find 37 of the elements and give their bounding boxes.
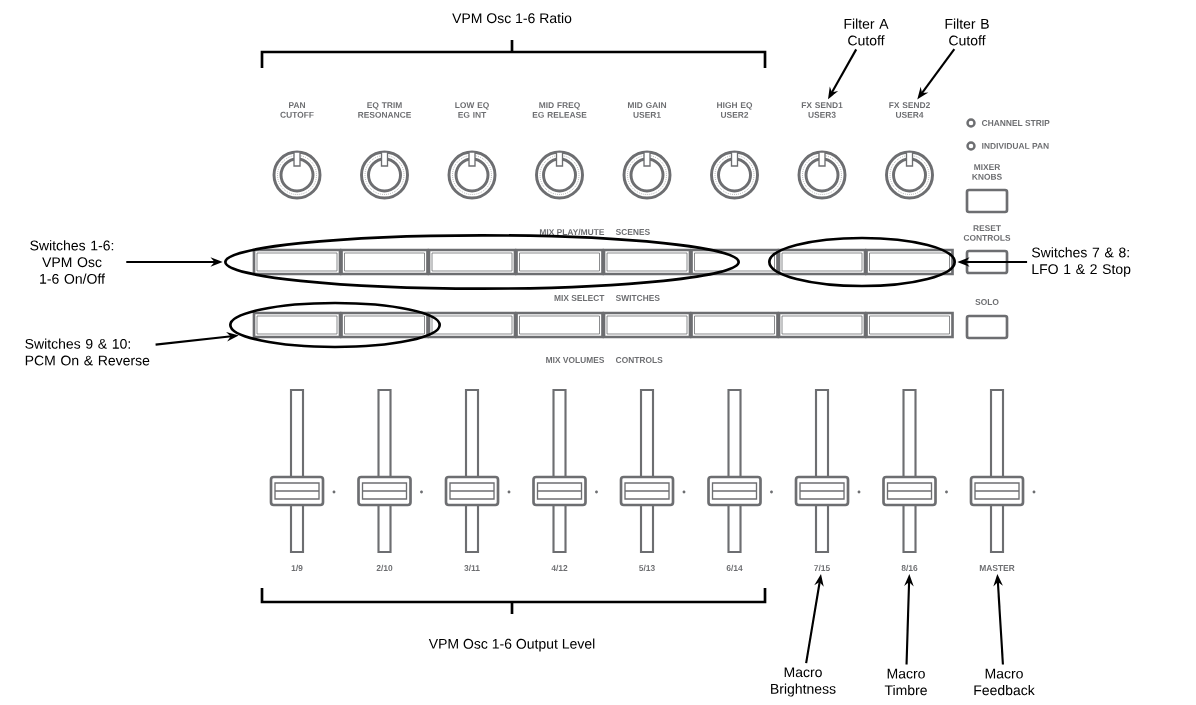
panel-label: 5/13: [639, 564, 655, 572]
panel-label: CONTROLS: [615, 357, 663, 363]
callout-text: Filter A Cutoff: [844, 18, 889, 46]
highlight-ellipse: [224, 234, 740, 290]
panel-label: MASTER: [979, 565, 1015, 571]
panel-label: MID FREQ EG RELEASE: [532, 102, 587, 118]
panel-label: FX SEND2 USER4: [889, 102, 930, 118]
callout-text: Macro Timbre: [884, 668, 927, 696]
panel-label: MIXER KNOBS: [972, 164, 1002, 180]
highlight-ellipse: [229, 301, 441, 349]
panel-label: 7/15: [814, 564, 830, 572]
panel-label: SOLO: [975, 299, 999, 305]
callout-text: Macro Feedback: [974, 668, 1035, 696]
callout-text: Filter B Cutoff: [945, 18, 989, 46]
panel-label: 1/9: [291, 564, 303, 572]
panel-label: RESET CONTROLS: [963, 225, 1011, 241]
panel-label: MIX VOLUMES: [546, 357, 605, 363]
panel-label: EQ TRIM RESONANCE: [358, 102, 411, 118]
panel-label: 3/11: [464, 564, 480, 572]
panel-label: LOW EQ EG INT: [455, 102, 489, 118]
panel-label: MID GAIN USER1: [627, 102, 667, 118]
panel-label: 6/14: [726, 564, 743, 572]
highlight-ellipse: [768, 236, 956, 288]
panel-label: 4/12: [551, 564, 568, 572]
callout-text: Macro Brightness: [771, 667, 836, 697]
callout-text: Switches 9 & 10: PCM On & Reverse: [25, 338, 150, 366]
caption-text: VPM Osc 1-6 Ratio: [452, 12, 572, 24]
panel-label: 2/10: [376, 564, 393, 572]
caption-text: VPM Osc 1-6 Output Level: [428, 638, 595, 652]
panel-label: CHANNEL STRIP: [981, 120, 1050, 126]
panel-label: FX SEND1 USER3: [801, 102, 843, 118]
callout-text: Switches 7 & 8: LFO 1 & 2 Stop: [1031, 247, 1131, 277]
callout-text: Switches 1-6: VPM Osc 1-6 On/Off: [30, 240, 114, 284]
panel-label: HIGH EQ USER2: [717, 102, 753, 118]
panel-label: PAN CUTOFF: [280, 102, 314, 118]
panel-label: INDIVIDUAL PAN: [982, 143, 1049, 149]
panel-label: 8/16: [901, 564, 918, 572]
